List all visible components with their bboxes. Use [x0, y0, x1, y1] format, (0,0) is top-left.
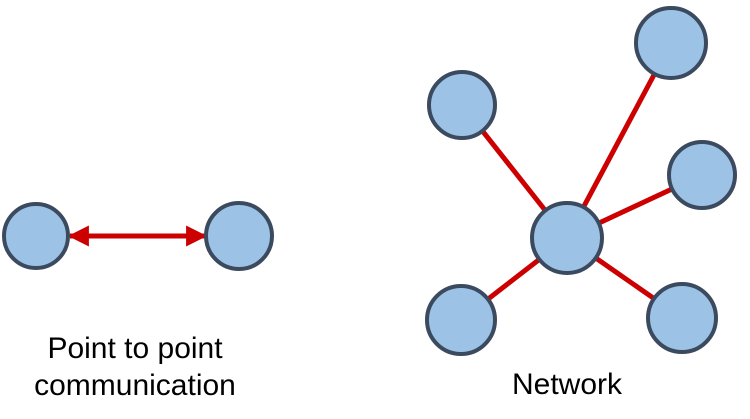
p2p-node-left — [2, 202, 70, 270]
p2p-node-right — [204, 201, 274, 271]
net-node-right — [667, 140, 737, 210]
point-to-point-caption-line-1: Point to point — [47, 332, 223, 365]
network-caption-line-1: Network — [512, 368, 623, 401]
nodes-layer — [2, 6, 737, 356]
net-node-top-right — [634, 6, 708, 80]
links-layer — [67, 41, 704, 322]
net-node-bottom-left — [425, 284, 497, 356]
net-node-top-left — [427, 70, 497, 140]
point-to-point-caption-line-2: communication — [34, 369, 236, 402]
labels-layer: Point to point communication Network — [34, 332, 623, 402]
net-hub — [530, 201, 604, 275]
net-node-bottom-right — [646, 282, 718, 354]
